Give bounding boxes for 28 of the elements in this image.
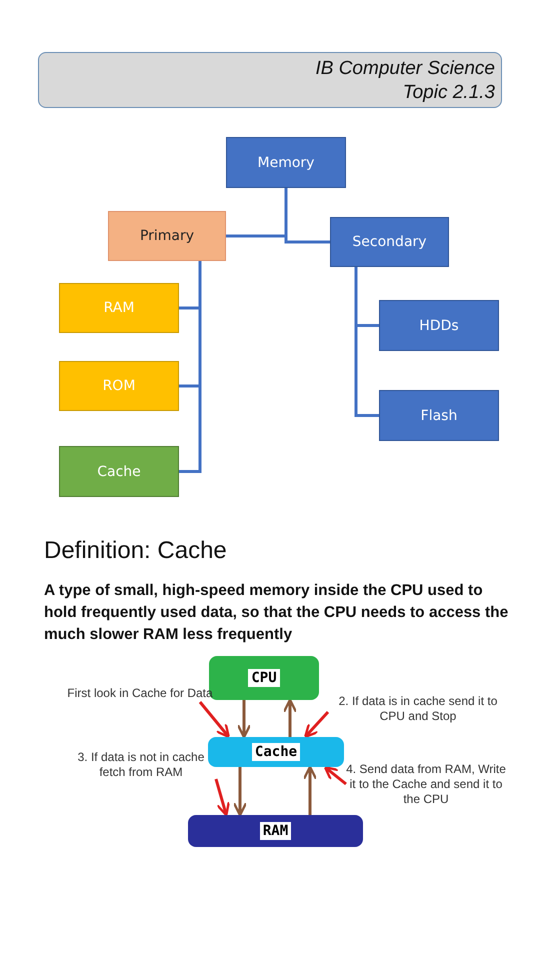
memory-type-box: RAM xyxy=(59,283,179,333)
ram-block xyxy=(188,815,363,847)
memory-type-box: Memory xyxy=(226,137,346,188)
leader-arrow xyxy=(214,778,230,816)
block-label: Cache xyxy=(252,743,300,761)
cache-block xyxy=(208,737,344,767)
definition-text: A type of small, high-speed memory inside the CPU used to hold frequently used data, so that the CPU needs to access the much slower RAM less frequently xyxy=(44,581,510,645)
callout-text: 2. If data is in cache send it to CPU and Stop xyxy=(328,692,508,726)
arrow xyxy=(282,698,298,737)
title-text: IB Computer Science Topic 2.1.3 xyxy=(314,57,495,105)
connector-line xyxy=(179,261,202,473)
memory-type-box: Flash xyxy=(379,390,499,441)
arrow xyxy=(236,700,252,738)
callout-text: 4. Send data from RAM, Write it to the Cache and send it to the CPU xyxy=(346,760,506,808)
memory-type-box: Secondary xyxy=(330,217,449,267)
memory-type-box: Cache xyxy=(59,446,179,497)
callout-text: 3. If data is not in cache fetch from RAM xyxy=(66,748,216,782)
block-label: RAM xyxy=(260,822,292,840)
memory-type-box: ROM xyxy=(59,361,179,411)
memory-type-box: HDDs xyxy=(379,300,499,351)
leader-arrow xyxy=(198,701,230,738)
arrow xyxy=(302,766,318,815)
memory-type-box: Primary xyxy=(108,211,226,261)
leader-arrow xyxy=(304,710,330,738)
leader-arrow xyxy=(324,766,347,786)
definition-heading: Definition: Cache xyxy=(44,536,228,566)
arrow xyxy=(232,767,248,816)
block-label: CPU xyxy=(248,669,280,687)
